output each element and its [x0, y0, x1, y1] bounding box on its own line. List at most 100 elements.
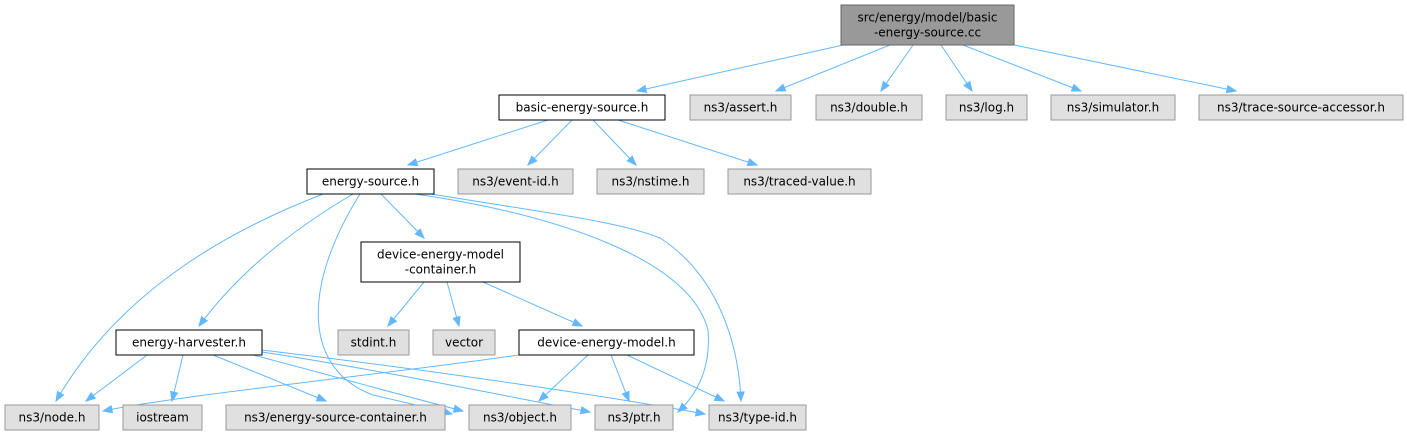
edge-root-to-assert-h — [774, 44, 891, 92]
arrowhead-icon — [198, 315, 209, 328]
node-label: -energy-source.cc — [874, 26, 981, 40]
arrowhead-icon — [452, 404, 465, 413]
edge-line — [380, 193, 425, 239]
node-log-h: ns3/log.h — [945, 94, 1028, 121]
node-device-energy-model-h[interactable]: device-energy-model.h — [518, 329, 695, 356]
node-box — [306, 168, 435, 195]
node-event-id-h: ns3/event-id.h — [457, 168, 574, 195]
edge-line — [102, 354, 520, 412]
edge-energy-source-h-to-type-id-h — [430, 193, 745, 403]
arrowhead-icon — [1225, 84, 1238, 94]
edge-line — [775, 44, 891, 92]
edge-line — [592, 119, 637, 166]
arrowhead-icon — [621, 390, 630, 403]
arrowhead-icon — [55, 390, 65, 403]
node-label: energy-harvester.h — [132, 336, 246, 350]
node-label: ns3/simulator.h — [1067, 101, 1159, 115]
node-box — [337, 329, 410, 356]
edge-root-to-double-h — [880, 44, 914, 93]
edge-line — [636, 44, 844, 92]
edge-device-energy-model-container-h-to-stdint-h — [387, 281, 425, 328]
node-box — [122, 404, 203, 431]
edge-device-energy-model-container-h-to-vector — [446, 281, 461, 328]
node-label: energy-source.h — [322, 175, 419, 189]
node-assert-h: ns3/assert.h — [689, 94, 792, 121]
edge-device-energy-model-container-h-to-device-energy-model-h — [482, 281, 584, 327]
node-vector: vector — [432, 329, 496, 356]
edge-basic-energy-source-h-to-energy-source-h — [406, 119, 549, 167]
edge-device-energy-model-h-to-ptr-h — [610, 354, 630, 403]
arrowhead-icon — [579, 406, 592, 415]
arrowhead-icon — [774, 83, 787, 92]
node-box — [689, 94, 792, 121]
node-box — [225, 404, 446, 431]
node-label: iostream — [136, 411, 189, 425]
arrowhead-icon — [713, 393, 726, 402]
edge-line — [617, 119, 758, 166]
node-label: ns3/type-id.h — [718, 411, 797, 425]
node-node-h: ns3/node.h — [4, 404, 100, 431]
node-box — [457, 168, 574, 195]
node-traced-value-h: ns3/traced-value.h — [727, 168, 872, 195]
node-label: stdint.h — [351, 336, 397, 350]
node-label: ns3/node.h — [19, 411, 86, 425]
edge-energy-source-h-to-node-h — [55, 193, 324, 403]
node-box — [708, 404, 807, 431]
node-box — [945, 94, 1028, 121]
edge-root-to-trace-source-accessor-h — [1013, 44, 1238, 94]
edge-energy-harvester-h-to-iostream — [170, 354, 184, 403]
edge-energy-source-h-to-device-energy-model-container-h — [380, 193, 425, 239]
node-stdint-h: stdint.h — [337, 329, 410, 356]
node-label: ns3/nstime.h — [612, 175, 690, 189]
edge-line — [198, 193, 354, 327]
node-nstime-h: ns3/nstime.h — [596, 168, 705, 195]
node-iostream: iostream — [122, 404, 203, 431]
node-type-id-h: ns3/type-id.h — [708, 404, 807, 431]
edge-basic-energy-source-h-to-traced-value-h — [617, 119, 759, 167]
node-box — [498, 94, 666, 121]
edge-root-to-simulator-h — [962, 44, 1083, 92]
edge-line — [482, 281, 583, 327]
arrowhead-icon — [746, 158, 759, 167]
node-energy-source-h[interactable]: energy-source.h — [306, 168, 435, 195]
node-basic-energy-source-h[interactable]: basic-energy-source.h — [498, 94, 666, 121]
node-double-h: ns3/double.h — [815, 94, 923, 121]
edge-line — [626, 354, 725, 402]
node-device-energy-model-container-h[interactable]: device-energy-model-container.h — [360, 241, 521, 283]
node-simulator-h: ns3/simulator.h — [1050, 94, 1176, 121]
arrowhead-icon — [414, 228, 425, 239]
edge-device-energy-model-h-to-type-id-h — [626, 354, 726, 402]
node-box — [594, 404, 674, 431]
arrowhead-icon — [452, 315, 461, 328]
node-box — [518, 329, 695, 356]
node-trace-source-accessor-h: ns3/trace-source-accessor.h — [1198, 94, 1404, 121]
arrowhead-icon — [736, 391, 745, 403]
arrowhead-icon — [84, 391, 97, 402]
arrowhead-icon — [635, 84, 648, 94]
node-label: device-energy-model — [377, 248, 504, 262]
node-root[interactable]: src/energy/model/basic-energy-source.cc — [840, 4, 1015, 46]
arrowhead-icon — [527, 155, 538, 166]
nodes-layer: src/energy/model/basic-energy-source.cc b… — [4, 4, 1404, 431]
node-box — [360, 241, 521, 283]
node-label: ns3/event-id.h — [472, 175, 558, 189]
edge-line — [407, 119, 549, 166]
node-energy-harvester-h[interactable]: energy-harvester.h — [115, 329, 263, 356]
arrowhead-icon — [101, 404, 114, 414]
edge-device-energy-model-h-to-node-h — [101, 354, 520, 414]
node-box — [4, 404, 100, 431]
arrowhead-icon — [880, 80, 890, 93]
arrowhead-icon — [571, 318, 584, 327]
arrowhead-icon — [963, 80, 973, 93]
node-label: device-energy-model.h — [537, 336, 675, 350]
edge-line — [252, 354, 464, 412]
edge-basic-energy-source-h-to-nstime-h — [592, 119, 637, 166]
edge-root-to-log-h — [940, 44, 973, 93]
edge-line — [317, 193, 453, 415]
arrowhead-icon — [406, 158, 419, 167]
node-object-h: ns3/object.h — [468, 404, 572, 431]
node-box — [468, 404, 572, 431]
edge-line — [527, 119, 573, 166]
edge-line — [538, 354, 589, 402]
